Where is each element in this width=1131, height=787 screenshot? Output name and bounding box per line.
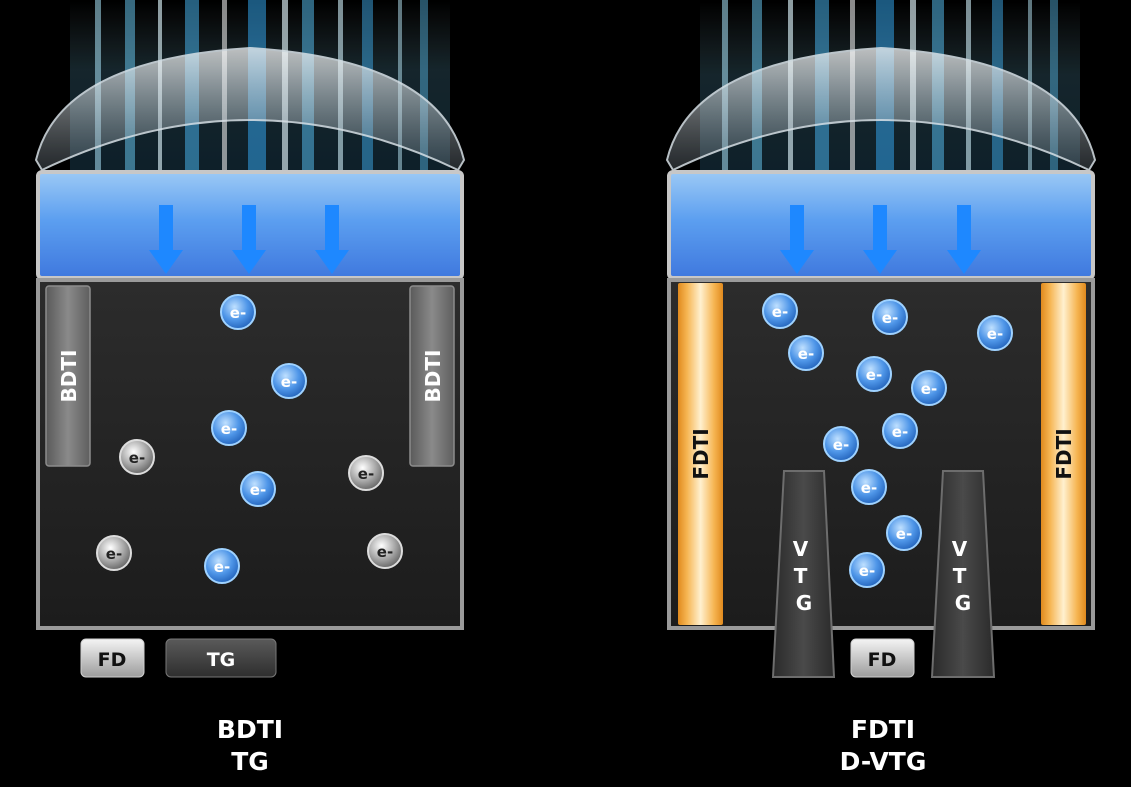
down-arrow-icon bbox=[232, 205, 266, 274]
electron-blue: e- bbox=[204, 548, 240, 584]
electron-blue: e- bbox=[823, 426, 859, 462]
vtg-letter: V bbox=[952, 537, 968, 561]
light-arrows-right bbox=[780, 205, 981, 274]
vtg-pillar-right: V T G bbox=[930, 470, 996, 678]
down-arrow-icon bbox=[315, 205, 349, 274]
electron-label: e- bbox=[772, 303, 788, 321]
fd-label: FD bbox=[868, 649, 897, 671]
electron-label: e- bbox=[798, 345, 814, 363]
electron-group-right-blue: e- e- e- e- e- e- e- e- e- e- e- bbox=[762, 293, 1013, 588]
electron-label: e- bbox=[106, 545, 122, 563]
fd-block-right: FD bbox=[850, 638, 915, 678]
electron-group-left-blue: e- e- e- e- e- bbox=[204, 294, 307, 584]
tg-label: TG bbox=[207, 649, 236, 671]
caption-line-1: BDTI bbox=[216, 715, 284, 744]
vtg-letter: G bbox=[955, 591, 971, 615]
bdti-label: BDTI bbox=[421, 350, 445, 403]
light-arrows-left bbox=[149, 205, 349, 274]
electron-blue: e- bbox=[211, 410, 247, 446]
electron-blue: e- bbox=[886, 515, 922, 551]
electron-label: e- bbox=[866, 366, 882, 384]
electron-blue: e- bbox=[856, 356, 892, 392]
electron-group-left-gray: e- e- e- e- bbox=[96, 439, 403, 571]
electron-label: e- bbox=[221, 420, 237, 438]
vtg-label: V T G bbox=[952, 537, 974, 615]
electron-label: e- bbox=[358, 465, 374, 483]
electron-label: e- bbox=[214, 558, 230, 576]
fdti-label: FDTI bbox=[689, 428, 713, 479]
bdti-wall-left: BDTI bbox=[45, 285, 91, 467]
electron-label: e- bbox=[987, 325, 1003, 343]
electron-gray: e- bbox=[348, 455, 384, 491]
electron-blue: e- bbox=[911, 370, 947, 406]
fd-block-left: FD bbox=[80, 638, 145, 678]
electron-blue: e- bbox=[977, 315, 1013, 351]
vtg-letter: V bbox=[793, 537, 809, 561]
electron-label: e- bbox=[861, 479, 877, 497]
down-arrow-icon bbox=[149, 205, 183, 274]
caption-line-2: D-VTG bbox=[839, 747, 927, 776]
caption-right: FDTI D-VTG bbox=[773, 714, 993, 778]
electron-label: e- bbox=[377, 543, 393, 561]
vtg-label: V T G bbox=[793, 537, 815, 615]
electron-blue: e- bbox=[851, 469, 887, 505]
electron-gray: e- bbox=[96, 535, 132, 571]
vtg-letter: T bbox=[953, 564, 967, 588]
caption-line-2: TG bbox=[231, 747, 269, 776]
fdti-label: FDTI bbox=[1052, 428, 1076, 479]
electron-label: e- bbox=[833, 436, 849, 454]
caption-left: BDTI TG bbox=[140, 714, 360, 778]
electron-label: e- bbox=[230, 304, 246, 322]
electron-label: e- bbox=[896, 525, 912, 543]
electron-blue: e- bbox=[788, 335, 824, 371]
fd-label: FD bbox=[98, 649, 127, 671]
electron-blue: e- bbox=[271, 363, 307, 399]
electron-label: e- bbox=[859, 562, 875, 580]
fdti-wall-left: FDTI bbox=[678, 283, 723, 625]
down-arrow-icon bbox=[780, 205, 814, 274]
electron-label: e- bbox=[921, 380, 937, 398]
electron-label: e- bbox=[250, 481, 266, 499]
electron-gray: e- bbox=[119, 439, 155, 475]
electron-blue: e- bbox=[220, 294, 256, 330]
down-arrow-icon bbox=[863, 205, 897, 274]
microlens-left bbox=[34, 46, 466, 172]
vtg-pillar-left: V T G bbox=[771, 470, 836, 678]
substrate-left bbox=[36, 278, 464, 630]
electron-blue: e- bbox=[849, 552, 885, 588]
down-arrow-icon bbox=[947, 205, 981, 274]
right-pixel: FDTI FDTI V T G V T G e- e- e bbox=[665, 0, 1097, 678]
caption-line-1: FDTI bbox=[850, 715, 916, 744]
electron-label: e- bbox=[882, 309, 898, 327]
electron-label: e- bbox=[281, 373, 297, 391]
tg-block-left: TG bbox=[165, 638, 277, 678]
bdti-wall-right: BDTI bbox=[409, 285, 455, 467]
electron-label: e- bbox=[129, 449, 145, 467]
electron-blue: e- bbox=[882, 413, 918, 449]
electron-blue: e- bbox=[762, 293, 798, 329]
microlens-right bbox=[665, 46, 1097, 172]
left-pixel: BDTI BDTI e- e- e- e- e- e- e- e- e- FD … bbox=[34, 0, 466, 678]
fdti-wall-right: FDTI bbox=[1041, 283, 1086, 625]
electron-label: e- bbox=[892, 423, 908, 441]
electron-gray: e- bbox=[367, 533, 403, 569]
vtg-letter: T bbox=[794, 564, 808, 588]
vtg-letter: G bbox=[796, 591, 812, 615]
electron-blue: e- bbox=[872, 299, 908, 335]
bdti-label: BDTI bbox=[57, 350, 81, 403]
electron-blue: e- bbox=[240, 471, 276, 507]
